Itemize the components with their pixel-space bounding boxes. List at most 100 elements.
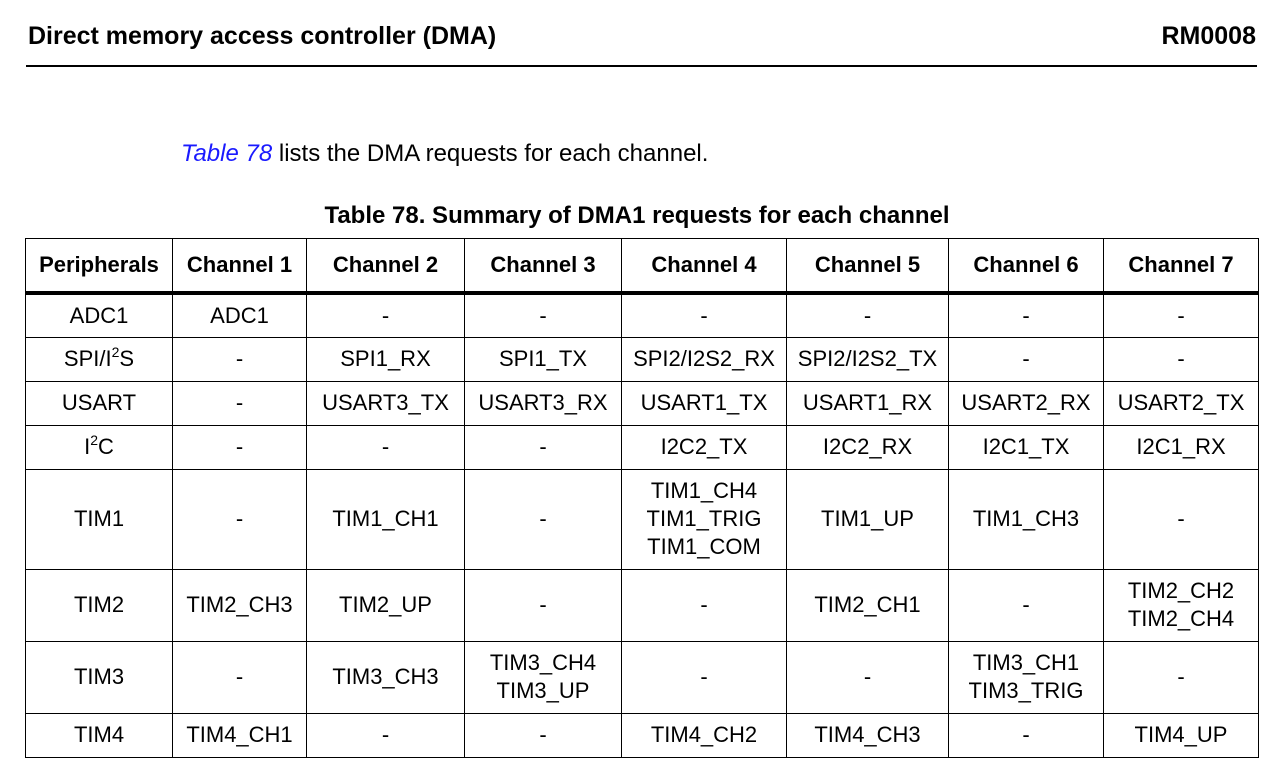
request-label: -	[235, 506, 244, 531]
request-label: -	[863, 664, 872, 689]
channel-2-cell: -	[306, 712, 465, 758]
channel-5-cell: -	[786, 640, 949, 714]
request-label: TIM3_TRIG	[968, 678, 1084, 703]
channel-5-cell: TIM2_CH1	[786, 568, 949, 642]
request-label: SPI1_RX	[340, 346, 431, 371]
table-reference-link[interactable]: Table 78	[181, 140, 273, 167]
channel-6-cell: -	[948, 336, 1104, 382]
channel-7-cell: I2C1_RX	[1103, 424, 1259, 470]
superscript: 2	[111, 344, 120, 360]
request-label: -	[539, 722, 547, 747]
request-label: TIM4_CH3	[814, 722, 921, 747]
request-label: SPI1_TX	[498, 346, 588, 371]
channel-6-cell: -	[948, 292, 1104, 338]
request-label: -	[1022, 302, 1030, 328]
request-label: TIM4_CH1	[186, 722, 293, 747]
request-label: -	[381, 434, 390, 459]
request-label: -	[235, 664, 244, 689]
request-label: USART1_RX	[802, 390, 933, 415]
channel-5-cell: TIM1_UP	[786, 468, 949, 570]
request-label: TIM1_CH3	[972, 506, 1080, 531]
request-label: SPI2/I2S2_TX	[797, 346, 938, 371]
request-label: TIM1_TRIG	[646, 506, 762, 531]
request-label: -	[235, 346, 244, 371]
channel-1-cell: -	[172, 380, 307, 426]
request-label: -	[1022, 592, 1030, 617]
peripheral-cell: ADC1	[25, 292, 173, 338]
peripheral-cell: TIM2	[25, 568, 173, 642]
channel-5-cell: I2C2_RX	[786, 424, 949, 470]
peripheral-text: S	[119, 346, 135, 371]
channel-4-cell: I2C2_TX	[621, 424, 787, 470]
request-label: -	[539, 592, 547, 617]
channel-7-cell: -	[1103, 640, 1259, 714]
column-header-channel-5: Channel 5	[786, 238, 949, 295]
peripheral-cell: SPI/I2S	[25, 336, 173, 382]
channel-2-cell: USART3_TX	[306, 380, 465, 426]
channel-2-cell: -	[306, 424, 465, 470]
request-label: -	[539, 302, 547, 328]
request-label: -	[539, 434, 547, 459]
request-label: -	[863, 302, 872, 328]
column-header-channel-4: Channel 4	[621, 238, 787, 295]
channel-3-cell: -	[464, 468, 622, 570]
request-label: -	[235, 390, 244, 415]
request-label: TIM2_CH1	[814, 592, 921, 617]
channel-4-cell: -	[621, 292, 787, 338]
channel-3-cell: SPI1_TX	[464, 336, 622, 382]
request-label: I2C1_RX	[1136, 434, 1226, 459]
header-divider	[26, 65, 1257, 67]
superscript: 2	[90, 432, 99, 448]
request-label: USART3_RX	[478, 390, 608, 415]
channel-4-cell: SPI2/I2S2_RX	[621, 336, 787, 382]
channel-1-cell: ADC1	[172, 292, 307, 338]
peripheral-cell: I2C	[25, 424, 173, 470]
request-label: SPI2/I2S2_RX	[633, 346, 775, 371]
channel-2-cell: SPI1_RX	[306, 336, 465, 382]
request-label: -	[381, 722, 390, 747]
channel-7-cell: -	[1103, 292, 1259, 338]
section-title: Direct memory access controller (DMA)	[28, 22, 497, 50]
request-label: USART1_TX	[640, 390, 768, 415]
peripheral-cell: USART	[25, 380, 173, 426]
channel-2-cell: -	[306, 292, 465, 338]
intro-paragraph: Table 78 lists the DMA requests for each…	[181, 140, 708, 168]
request-label: -	[235, 434, 244, 459]
channel-3-cell: USART3_RX	[464, 380, 622, 426]
channel-1-cell: TIM2_CH3	[172, 568, 307, 642]
channel-5-cell: -	[786, 292, 949, 338]
request-label: -	[700, 664, 708, 689]
request-label: -	[1177, 346, 1185, 371]
table-caption: Table 78. Summary of DMA1 requests for e…	[324, 202, 950, 229]
request-label: TIM3_CH4	[489, 650, 597, 675]
request-label: I2C2_RX	[822, 434, 913, 459]
peripheral-cell: TIM3	[25, 640, 173, 714]
request-label: TIM1_CH1	[332, 506, 439, 531]
channel-6-cell: -	[948, 568, 1104, 642]
column-header-peripherals: Peripherals	[25, 238, 173, 295]
channel-5-cell: TIM4_CH3	[786, 712, 949, 758]
request-label: USART3_TX	[322, 390, 449, 415]
channel-7-cell: -	[1103, 468, 1259, 570]
peripheral-text: I	[84, 434, 91, 459]
peripheral-cell: TIM1	[25, 468, 173, 570]
channel-1-cell: TIM4_CH1	[172, 712, 307, 758]
channel-1-cell: -	[172, 336, 307, 382]
table-row: USART - USART3_TX USART3_RX USART1_TX USART1_…	[25, 380, 1259, 426]
channel-6-cell: -	[948, 712, 1104, 758]
channel-1-cell: -	[172, 468, 307, 570]
column-header-channel-3: Channel 3	[464, 238, 622, 295]
request-label: TIM3_CH1	[972, 650, 1080, 675]
request-label: -	[539, 506, 547, 531]
column-header-channel-6: Channel 6	[948, 238, 1104, 295]
request-label: -	[1177, 302, 1185, 328]
channel-6-cell: TIM1_CH3	[948, 468, 1104, 570]
